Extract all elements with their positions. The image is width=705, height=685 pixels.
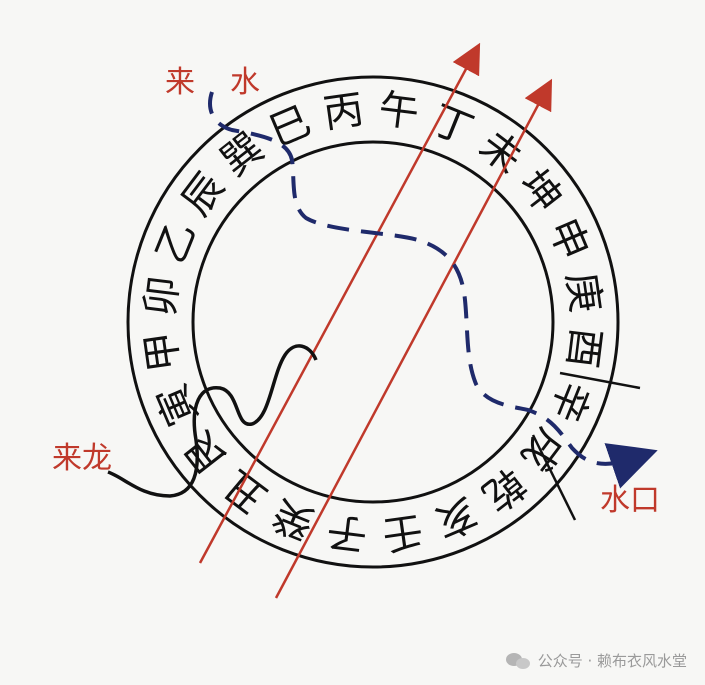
watermark-footer: 公众号 · 赖布衣风水堂 xyxy=(505,650,687,671)
footer-account-text: 公众号 · 赖布衣风水堂 xyxy=(537,652,687,670)
ring-char-3: 午 xyxy=(376,86,421,137)
ring-char-16: 癸 xyxy=(266,490,320,548)
water-flow-dashed-path xyxy=(208,91,658,489)
red-direction-line-2 xyxy=(274,78,553,599)
ring-char-11: 戌 xyxy=(512,420,573,480)
dragon-black-line xyxy=(107,344,318,498)
ring-char-8: 庚 xyxy=(557,269,608,315)
ring-char-4: 丁 xyxy=(425,97,479,155)
ring-char-23: 辰 xyxy=(173,165,234,225)
ring-char-0: 巽 xyxy=(213,124,273,185)
red-direction-line-1 xyxy=(198,42,481,564)
label-shui: 水 xyxy=(230,65,260,100)
ring-char-20: 甲 xyxy=(138,328,189,374)
wechat-icon xyxy=(505,651,532,671)
ring-char-1: 巳 xyxy=(263,98,318,156)
ring-char-22: 乙 xyxy=(148,215,206,269)
ring-char-12: 乾 xyxy=(474,459,534,520)
label-lailong: 来龙 xyxy=(52,441,112,476)
mountain-ring-characters: 巽巳丙午丁未坤申庚酉辛戌乾亥壬子癸丑艮寅甲卯乙辰 xyxy=(137,86,608,557)
sector-divider-lower xyxy=(531,434,577,521)
ring-char-21: 卯 xyxy=(137,274,188,319)
label-shuikou: 水口 xyxy=(600,483,660,518)
ring-char-13: 亥 xyxy=(428,488,483,546)
ring-char-7: 申 xyxy=(539,212,597,267)
ring-char-19: 寅 xyxy=(149,377,207,432)
ring-char-15: 子 xyxy=(325,507,370,558)
outer-ring xyxy=(126,75,620,569)
ring-char-18: 艮 xyxy=(175,423,236,483)
ring-char-2: 丙 xyxy=(320,87,366,138)
ring-char-17: 丑 xyxy=(216,461,276,522)
inner-ring xyxy=(191,140,555,504)
label-lai: 来 xyxy=(165,65,195,100)
ring-char-6: 坤 xyxy=(510,162,571,222)
ring-char-9: 酉 xyxy=(558,325,609,370)
sector-divider-upper xyxy=(559,371,641,390)
ring-char-14: 壬 xyxy=(379,506,425,557)
